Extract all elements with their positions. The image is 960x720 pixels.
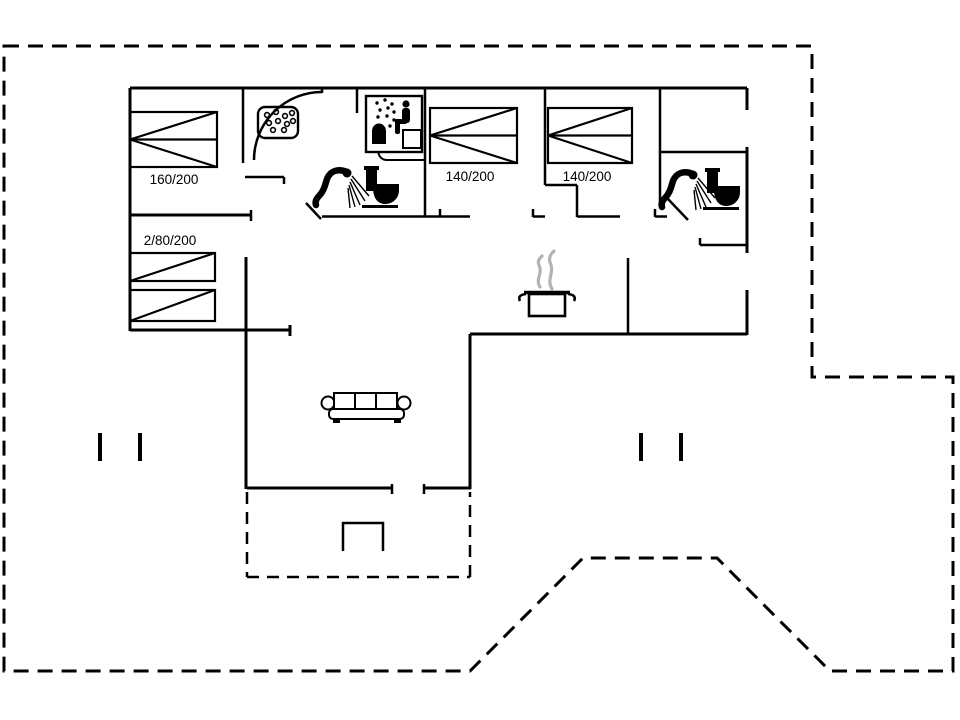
bed-label-bunk: 2/80/200: [144, 233, 197, 248]
bed-double-1: [428, 106, 519, 165]
door-leaf: [305, 202, 322, 220]
sauna-bench: [402, 129, 422, 149]
bed-master: [128, 110, 219, 169]
toilet-icon-bath1: [362, 166, 399, 208]
steam: [536, 249, 556, 291]
terrace-step-icon: [341, 521, 385, 551]
bunk-beds: [128, 251, 217, 323]
sauna-person: [395, 100, 410, 134]
sofa-icon: [320, 392, 412, 423]
terrace-inner-outline: [245, 492, 472, 579]
bed-double-2: [546, 106, 634, 165]
terrace-posts: [98, 433, 683, 461]
sauna-stove: [372, 123, 386, 144]
bed-label-double2: 140/200: [563, 169, 612, 184]
shower-icon-bath1: [312, 167, 370, 209]
terrace-outline: [2, 44, 955, 673]
whirlpool-icon: [256, 105, 300, 140]
outer-walls: [128, 86, 749, 490]
interior-walls: [241, 88, 747, 494]
sauna-icon: [364, 94, 424, 154]
bed-label-double1: 140/200: [446, 169, 495, 184]
cooking-pot-icon: [517, 249, 577, 318]
toilet-icon-bath2: [703, 168, 740, 210]
bed-label-master: 160/200: [150, 172, 199, 187]
shower-icon-bath2: [658, 169, 716, 211]
door-leaf: [667, 198, 689, 221]
